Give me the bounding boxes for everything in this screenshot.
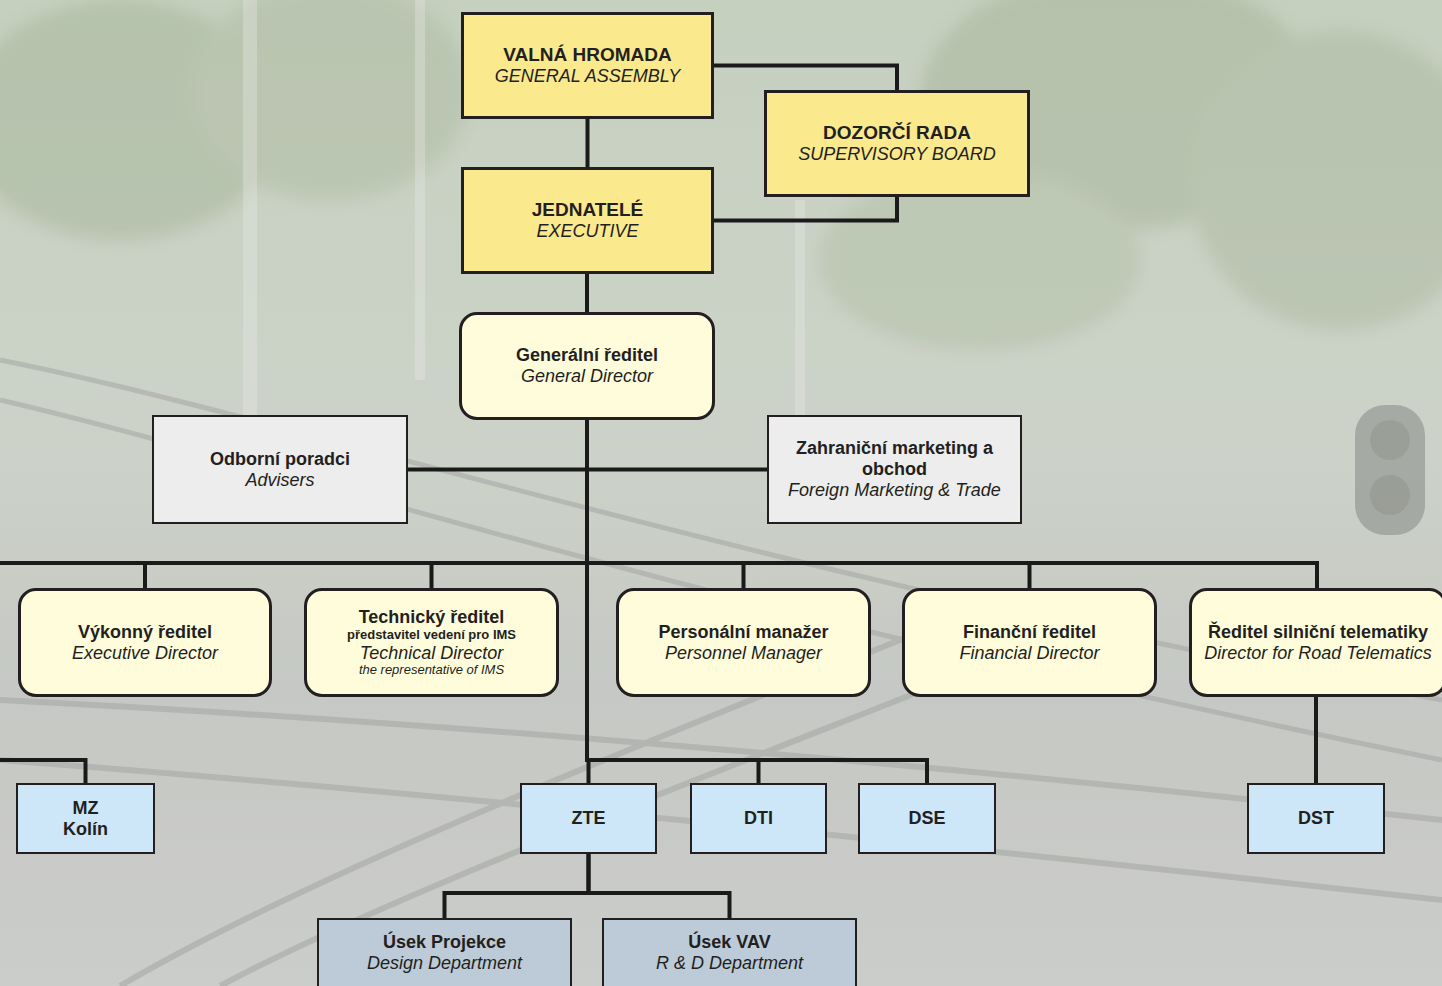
org-connector xyxy=(445,854,589,918)
box-subtitle: EXECUTIVE xyxy=(536,221,638,242)
box-title: Ředitel silniční telematiky xyxy=(1208,622,1428,643)
box-title: MZ Kolín xyxy=(51,798,121,839)
box-subtitle: Financial Director xyxy=(959,643,1099,664)
staff-box: Zahraniční marketing a obchodForeign Mar… xyxy=(767,415,1022,524)
box-title: Úsek Projekce xyxy=(383,932,506,953)
governance-box: JEDNATELÉEXECUTIVE xyxy=(461,167,714,274)
org-connector xyxy=(714,197,897,221)
director-box: Výkonný ředitelExecutive Director xyxy=(18,588,272,697)
box-subtitle: Technical Director xyxy=(360,643,503,664)
box-title: DST xyxy=(1298,808,1334,829)
org-connector xyxy=(587,420,767,470)
department-box: Úsek VAVR & D Department xyxy=(602,918,857,986)
staff-box: Odborní poradciAdvisers xyxy=(152,415,408,524)
box-subtitle: SUPERVISORY BOARD xyxy=(798,144,996,165)
org-connector xyxy=(585,274,589,312)
org-connector xyxy=(586,119,590,167)
box-subtitle: Personnel Manager xyxy=(665,643,822,664)
department-box: Úsek ProjekceDesign Department xyxy=(317,918,572,986)
director-box: Technický ředitelpředstavitel vedení pro… xyxy=(304,588,559,697)
org-connector xyxy=(1314,697,1318,783)
box-subtitle: Executive Director xyxy=(72,643,218,664)
box-title: Úsek VAV xyxy=(688,932,770,953)
unit-box: ZTE xyxy=(520,783,657,854)
box-title: VALNÁ HROMADA xyxy=(503,44,672,66)
unit-box: DST xyxy=(1247,783,1385,854)
box-title: Výkonný ředitel xyxy=(78,622,212,643)
box-title: JEDNATELÉ xyxy=(532,199,644,221)
governance-box: VALNÁ HROMADAGENERAL ASSEMBLY xyxy=(461,12,714,119)
unit-box: DSE xyxy=(858,783,996,854)
box-subtitle: představitel vedení pro IMS xyxy=(347,628,516,643)
governance-box: DOZORČÍ RADASUPERVISORY BOARD xyxy=(764,90,1030,197)
box-subtitle: General Director xyxy=(521,366,653,387)
box-title: Technický ředitel xyxy=(359,607,505,628)
box-title: Zahraniční marketing a obchod xyxy=(787,438,1002,479)
org-connector xyxy=(714,66,897,91)
box-subtitle: R & D Department xyxy=(656,953,803,974)
director-box: Personální manažerPersonnel Manager xyxy=(616,588,871,697)
box-subtitle: the representative of IMS xyxy=(359,663,504,678)
org-connector xyxy=(0,420,587,783)
box-subtitle: Foreign Marketing & Trade xyxy=(788,480,1001,501)
box-title: ZTE xyxy=(572,808,606,829)
box-subtitle: Advisers xyxy=(245,470,314,491)
box-title: DTI xyxy=(744,808,773,829)
unit-box: MZ Kolín xyxy=(16,783,155,854)
org-connector xyxy=(589,854,730,918)
box-subtitle: Director for Road Telematics xyxy=(1204,643,1431,664)
box-subtitle: Design Department xyxy=(367,953,522,974)
org-connector xyxy=(408,420,587,470)
box-title: DOZORČÍ RADA xyxy=(823,122,971,144)
director-box: Generální ředitelGeneral Director xyxy=(459,312,715,420)
director-box: Ředitel silniční telematikyDirector for … xyxy=(1189,588,1442,697)
box-title: Finanční ředitel xyxy=(963,622,1096,643)
box-subtitle: GENERAL ASSEMBLY xyxy=(495,66,680,87)
box-title: Generální ředitel xyxy=(516,345,658,366)
box-title: DSE xyxy=(908,808,945,829)
director-box: Finanční ředitelFinancial Director xyxy=(902,588,1157,697)
unit-box: DTI xyxy=(690,783,827,854)
box-title: Odborní poradci xyxy=(210,449,350,470)
box-title: Personální manažer xyxy=(658,622,828,643)
